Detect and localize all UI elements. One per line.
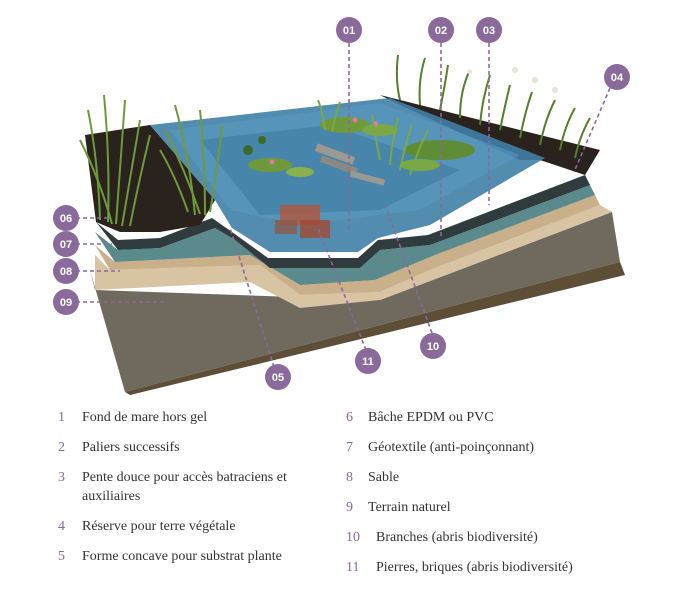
callout-02: 02 xyxy=(428,17,454,43)
legend-number: 3 xyxy=(58,468,65,487)
callout-04: 04 xyxy=(604,64,630,90)
svg-text:08: 08 xyxy=(60,266,72,278)
svg-text:04: 04 xyxy=(611,72,624,84)
callout-08: 08 xyxy=(53,258,79,284)
legend-text: Sable xyxy=(368,470,399,485)
legend-number: 5 xyxy=(58,547,65,566)
svg-text:02: 02 xyxy=(435,25,447,37)
svg-text:03: 03 xyxy=(483,25,495,37)
legend-item-10: 10 Branches (abris biodiversité) xyxy=(346,528,666,547)
legend-item-7: 7 Géotextile (anti-poinçonnant) xyxy=(346,438,666,457)
callout-09: 09 xyxy=(53,289,79,315)
legend-item-1: 1 Fond de mare hors gel xyxy=(58,408,328,427)
legend-text: Forme concave pour substrat plante xyxy=(82,549,282,564)
legend-item-11: 11 Pierres, briques (abris biodiversité) xyxy=(346,558,666,577)
svg-text:10: 10 xyxy=(427,341,439,353)
svg-text:01: 01 xyxy=(343,25,355,37)
legend-right-column: 6 Bâche EPDM ou PVC 7 Géotextile (anti-p… xyxy=(346,408,666,577)
callout-11: 11 xyxy=(355,348,381,374)
legend-left-column: 1 Fond de mare hors gel 2 Paliers succes… xyxy=(58,408,328,566)
svg-text:05: 05 xyxy=(272,372,284,384)
legend-item-2: 2 Paliers successifs xyxy=(58,438,328,457)
legend-item-5: 5 Forme concave pour substrat plante xyxy=(58,547,328,566)
legend-text: Géotextile (anti-poinçonnant) xyxy=(368,440,534,455)
legend-text: Branches (abris biodiversité) xyxy=(376,530,538,545)
legend-number: 10 xyxy=(346,528,372,547)
svg-text:09: 09 xyxy=(60,297,72,309)
legend-number: 2 xyxy=(58,438,65,457)
legend-text: Bâche EPDM ou PVC xyxy=(368,410,494,425)
legend-text: Fond de mare hors gel xyxy=(82,410,207,425)
callout-03: 03 xyxy=(476,17,502,43)
legend-number: 4 xyxy=(58,517,65,536)
legend-item-3: 3 Pente douce pour accès batraciens et a… xyxy=(58,468,328,506)
callout-06: 06 xyxy=(53,205,79,231)
legend-text: Pierres, briques (abris biodiversité) xyxy=(376,560,573,575)
callout-01: 01 xyxy=(336,17,362,43)
legend-text: Pente douce pour accès batraciens et aux… xyxy=(82,470,287,504)
svg-text:11: 11 xyxy=(362,356,374,368)
legend-item-9: 9 Terrain naturel xyxy=(346,498,666,517)
svg-text:07: 07 xyxy=(60,239,72,251)
legend-number: 6 xyxy=(346,408,372,427)
legend-text: Terrain naturel xyxy=(368,500,451,515)
legend-item-6: 6 Bâche EPDM ou PVC xyxy=(346,408,666,427)
callout-05: 05 xyxy=(265,364,291,390)
legend-number: 7 xyxy=(346,438,372,457)
legend-number: 11 xyxy=(346,558,372,577)
legend-item-8: 8 Sable xyxy=(346,468,666,487)
legend-number: 8 xyxy=(346,468,372,487)
legend-number: 9 xyxy=(346,498,372,517)
callout-10: 10 xyxy=(420,333,446,359)
legend-item-4: 4 Réserve pour terre végétale xyxy=(58,517,328,536)
legend-text: Paliers successifs xyxy=(82,440,180,455)
svg-text:06: 06 xyxy=(60,213,72,225)
callout-07: 07 xyxy=(53,231,79,257)
legend-number: 1 xyxy=(58,408,65,427)
pond-cross-section-diagram: 01 02 03 04 05 06 07 08 09 10 11 xyxy=(0,0,680,395)
legend-text: Réserve pour terre végétale xyxy=(82,519,236,534)
